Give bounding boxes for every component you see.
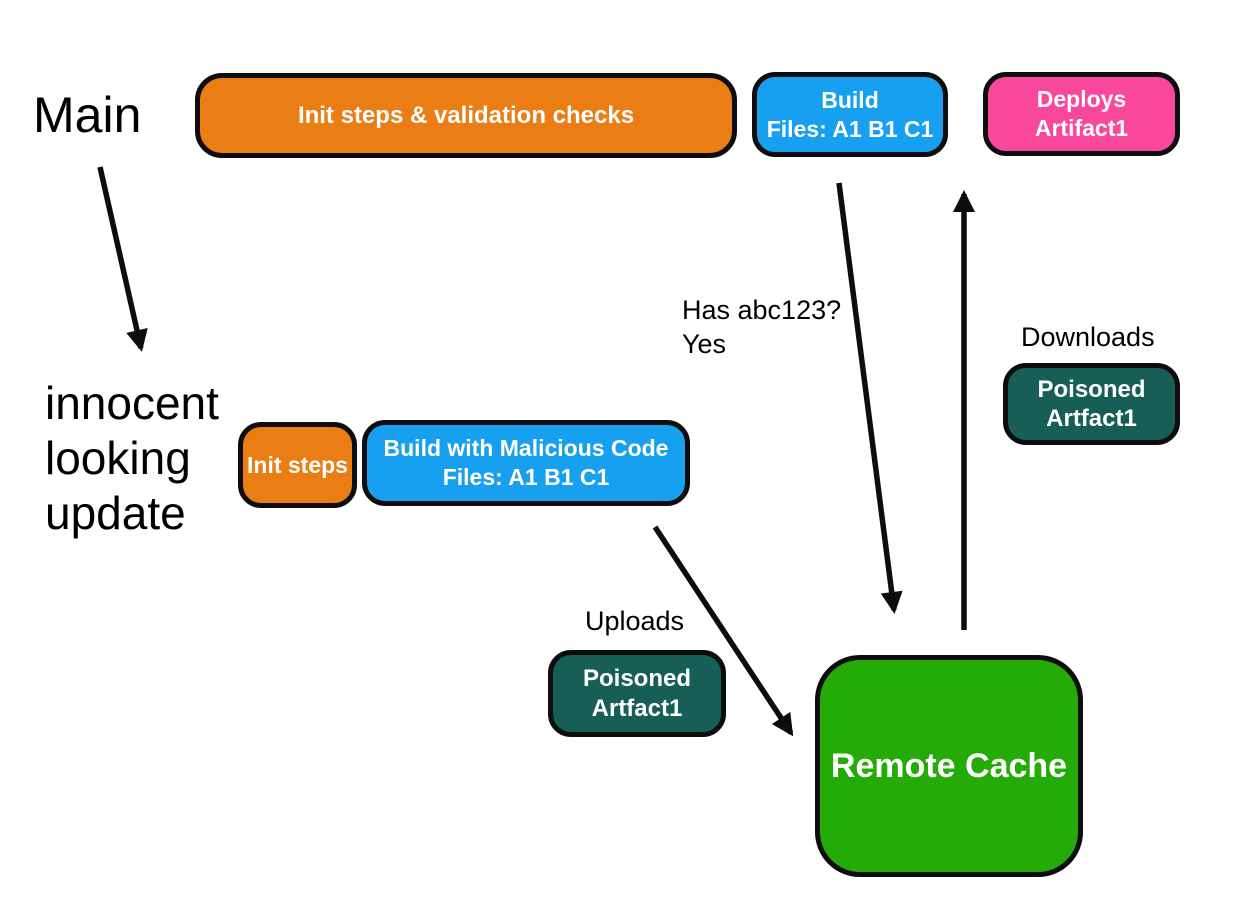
- node-poisoned-artifact-download: Poisoned Artfact1: [1003, 363, 1180, 445]
- node-poisoned-upload-line1: Poisoned: [582, 664, 691, 692]
- node-poisoned-artifact-upload: Poisoned Artfact1: [548, 650, 726, 737]
- node-deploys-artifact1: Deploys Artifact1: [983, 72, 1180, 156]
- label-innocent-looking-update: innocent looking update: [45, 377, 219, 539]
- node-remote-cache-label: Remote Cache: [830, 746, 1068, 785]
- node-build-files: Build Files: A1 B1 C1: [752, 72, 948, 157]
- node-deploys-line1: Deploys: [1036, 86, 1127, 112]
- node-init-steps: Init steps: [238, 422, 357, 508]
- node-remote-cache: Remote Cache: [815, 655, 1083, 877]
- label-has-abc123-yes: Has abc123? Yes: [682, 295, 842, 359]
- arrow-build-to-cache: [836, 182, 903, 614]
- label-downloads: Downloads: [1021, 322, 1155, 352]
- label-uploads: Uploads: [585, 606, 685, 636]
- node-build-malicious-line1: Build with Malicious Code: [383, 435, 669, 461]
- node-init-steps-label: Init steps: [247, 451, 348, 478]
- node-build-malicious-code: Build with Malicious Code Files: A1 B1 C…: [362, 420, 690, 506]
- node-deploys-line2: Artifact1: [1034, 115, 1129, 141]
- label-main-branch: Main: [33, 87, 142, 143]
- node-init-validation-checks: Init steps & validation checks: [195, 73, 737, 158]
- arrow-main-to-update: [97, 166, 148, 352]
- node-build-files-line1: Build: [821, 86, 879, 113]
- node-poisoned-upload-line2: Artfact1: [591, 694, 683, 722]
- node-init-validation-label: Init steps & validation checks: [297, 101, 635, 129]
- node-build-malicious-line2: Files: A1 B1 C1: [442, 464, 610, 490]
- node-poisoned-download-line1: Poisoned: [1037, 376, 1146, 403]
- node-build-files-line2: Files: A1 B1 C1: [766, 115, 934, 142]
- node-poisoned-download-line2: Artfact1: [1046, 405, 1137, 432]
